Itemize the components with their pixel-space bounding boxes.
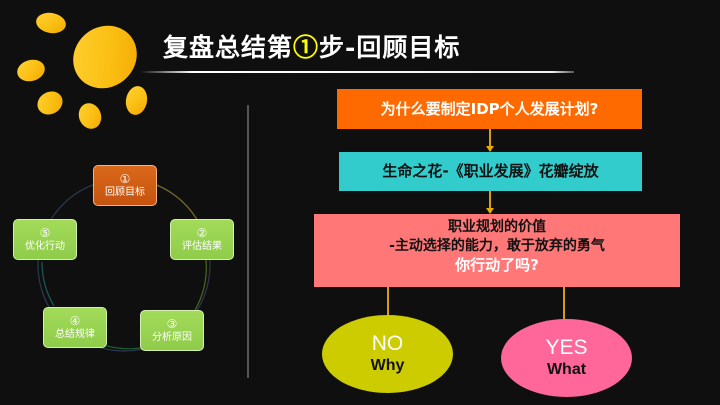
node-number: ② bbox=[196, 225, 208, 240]
cycle-node-analyze-causes[interactable]: ③ 分析原因 bbox=[140, 310, 204, 351]
node-number: ① bbox=[119, 171, 131, 186]
career-value-subtitle: -主动选择的能力，敢于放弃的勇气 bbox=[389, 238, 605, 254]
no-label: NO bbox=[371, 332, 404, 355]
node-label: 优化行动 bbox=[25, 240, 65, 252]
flow-box-flower-of-life: 生命之花-《职业发展》花瓣绽放 bbox=[339, 152, 642, 191]
connector-line-no bbox=[387, 287, 389, 316]
title-prefix: 复盘总结第 bbox=[163, 33, 294, 62]
node-number: ⑤ bbox=[39, 225, 51, 240]
connector-line bbox=[489, 191, 491, 208]
why-label: Why bbox=[370, 357, 405, 374]
node-label: 评估结果 bbox=[182, 240, 222, 252]
title-step-number: ① bbox=[293, 33, 320, 62]
yes-what-ellipse[interactable]: YES What bbox=[501, 319, 632, 397]
connector-line-yes bbox=[563, 287, 565, 320]
what-label: What bbox=[546, 361, 587, 378]
page-title: 复盘总结第①步-回顾目标 bbox=[163, 28, 460, 64]
node-label: 回顾目标 bbox=[105, 186, 145, 198]
cycle-node-evaluate-results[interactable]: ② 评估结果 bbox=[170, 219, 234, 260]
node-label: 总结规律 bbox=[55, 328, 95, 340]
flow-box-career-value: 职业规划的价值 -主动选择的能力，敢于放弃的勇气 你行动了吗? bbox=[314, 214, 680, 287]
node-label: 分析原因 bbox=[152, 331, 192, 343]
node-number: ④ bbox=[69, 313, 81, 328]
yes-label: YES bbox=[545, 336, 588, 359]
cycle-node-review-goals[interactable]: ① 回顾目标 bbox=[93, 165, 157, 206]
action-question: 你行动了吗? bbox=[455, 256, 539, 274]
connector-line bbox=[489, 129, 491, 147]
vertical-divider bbox=[247, 105, 249, 378]
cycle-node-summarize-patterns[interactable]: ④ 总结规律 bbox=[43, 307, 107, 348]
cycle-node-optimize-actions[interactable]: ⑤ 优化行动 bbox=[13, 219, 77, 260]
arrow-down-icon bbox=[486, 146, 494, 152]
title-underline bbox=[140, 71, 574, 73]
arrow-down-icon bbox=[486, 208, 494, 214]
node-number: ③ bbox=[166, 316, 178, 331]
title-suffix: 步-回顾目标 bbox=[319, 33, 461, 62]
no-why-ellipse[interactable]: NO Why bbox=[322, 315, 453, 393]
career-value-title: 职业规划的价值 bbox=[448, 219, 546, 235]
flow-box-why-idp: 为什么要制定IDP个人发展计划? bbox=[337, 89, 642, 129]
